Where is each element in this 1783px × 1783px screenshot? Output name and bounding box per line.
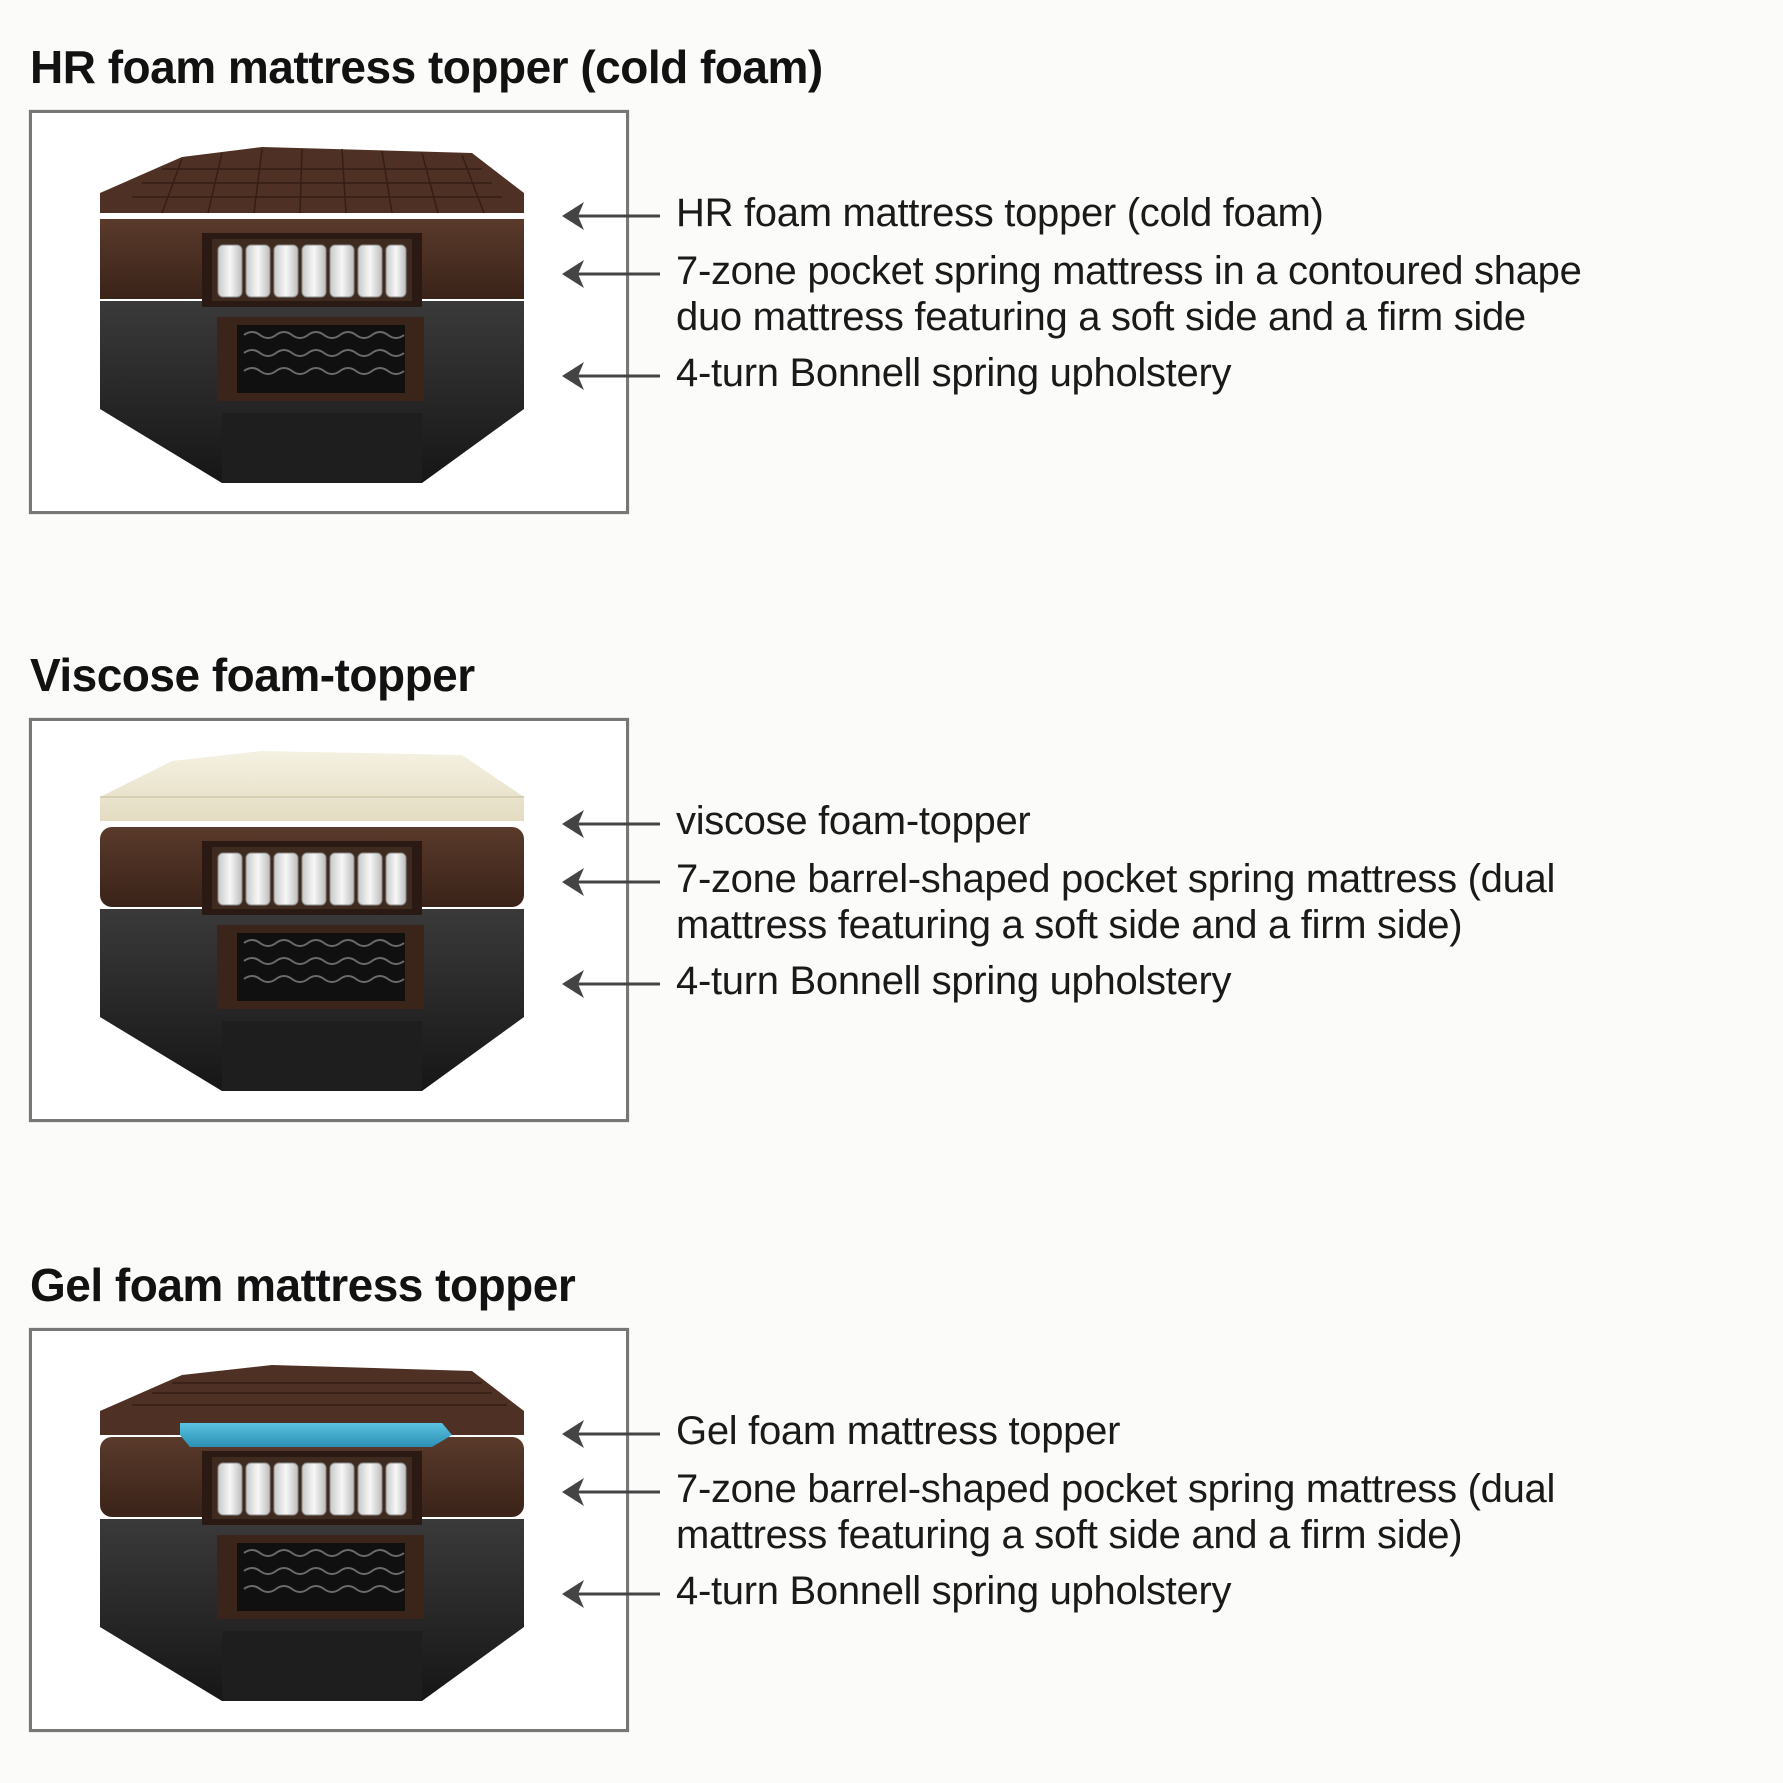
bonnell-base-layer [100, 301, 524, 483]
section-title: HR foam mattress topper (cold foam) [30, 41, 823, 93]
arrow-left-icon [562, 202, 660, 230]
callout-label: 7-zone barrel-shaped pocket spring mattr… [676, 857, 1556, 947]
arrow-left-icon [562, 1580, 660, 1608]
viscose-foam-topper-layer [100, 751, 524, 821]
illustration-frame [29, 1328, 629, 1732]
section-title: Gel foam mattress topper [30, 1259, 576, 1311]
arrow-left-icon [562, 868, 660, 896]
pocket-spring-layer [100, 827, 524, 915]
arrow-left-icon [562, 970, 660, 998]
callout-label: 4-turn Bonnell spring upholstery [676, 1569, 1232, 1613]
pocket-spring-layer [100, 219, 524, 307]
callout-label: 4-turn Bonnell spring upholstery [676, 351, 1232, 395]
section-viscose-foam: Viscose foam-topper [0, 648, 1783, 1168]
arrow-left-icon [562, 1420, 660, 1448]
gel-foam-topper-layer [100, 1365, 524, 1447]
bonnell-base-layer [100, 909, 524, 1091]
callout-label: 7-zone pocket spring mattress in a conto… [676, 249, 1582, 339]
section-hr-foam: HR foam mattress topper (cold foam) [0, 40, 1783, 560]
arrow-left-icon [562, 260, 660, 288]
arrow-left-icon [562, 362, 660, 390]
callout-label: viscose foam-topper [676, 799, 1031, 843]
hr-foam-topper-layer [100, 147, 524, 214]
callout-label: 4-turn Bonnell spring upholstery [676, 959, 1232, 1003]
mattress-cross-section [100, 147, 524, 483]
callout-label: HR foam mattress topper (cold foam) [676, 191, 1324, 235]
callout-label: 7-zone barrel-shaped pocket spring mattr… [676, 1467, 1556, 1557]
pocket-spring-layer [100, 1437, 524, 1525]
arrow-left-icon [562, 810, 660, 838]
mattress-cross-section [100, 751, 524, 1091]
bonnell-base-layer [100, 1519, 524, 1701]
illustration-frame [29, 718, 629, 1122]
section-title: Viscose foam-topper [30, 649, 475, 701]
arrow-left-icon [562, 1478, 660, 1506]
illustration-frame [29, 110, 629, 514]
callout-label: Gel foam mattress topper [676, 1409, 1121, 1453]
mattress-cross-section [100, 1365, 524, 1701]
section-gel-foam: Gel foam mattress topper [0, 1258, 1783, 1778]
